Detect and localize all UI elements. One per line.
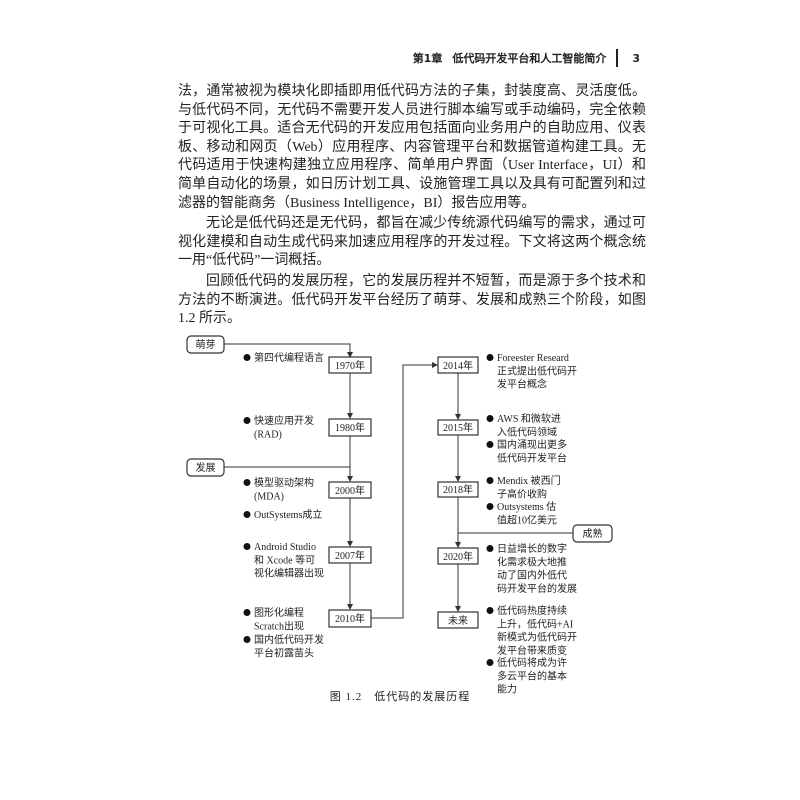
event-text: 图形化编程 — [254, 606, 304, 619]
event-text: 模型驱动架构 — [254, 476, 314, 489]
event-text: 国内低代码开发 — [254, 633, 324, 646]
event-text: (MDA) — [254, 491, 284, 502]
event-text: 多云平台的基本 — [497, 669, 567, 682]
year-box-2000: 2000年 — [328, 481, 372, 499]
year-box-future: 未来 — [437, 611, 479, 629]
stage-mature: 成熟 — [572, 524, 613, 543]
svg-text:2015年: 2015年 — [443, 421, 473, 434]
event-text: 低代码热度持续 — [497, 604, 567, 617]
svg-text:2010年: 2010年 — [335, 612, 365, 625]
event-text: AWS 和微软进 — [497, 412, 561, 425]
event-text: 入低代码领域 — [497, 425, 557, 438]
event-text: 国内涌现出更多 — [497, 438, 567, 451]
year-box-2018: 2018年 — [437, 481, 479, 498]
event-text: 新模式为低代码开 — [497, 631, 577, 644]
svg-text:1970年: 1970年 — [335, 359, 365, 372]
paragraph: 无论是低代码还是无代码，都旨在减少传统源代码编写的需求，通过可视化建模和自动生成… — [178, 216, 646, 269]
event-text: 和 Xcode 等可 — [254, 553, 315, 566]
svg-text:发展: 发展 — [196, 461, 216, 474]
year-box-1970: 1970年 — [328, 356, 372, 374]
event-text: 发平台概念 — [497, 378, 547, 391]
paragraph: 回顾低代码的发展历程，它的发展历程并不短暂，而是源于多个技术和方法的不断演进。低… — [178, 273, 646, 327]
event-text: Foreester Researd — [497, 353, 569, 364]
svg-text:2018年: 2018年 — [443, 483, 473, 496]
event-text: 第四代编程语言 — [254, 351, 324, 364]
event-text: 低代码将成为许 — [497, 656, 567, 669]
svg-text:2020年: 2020年 — [443, 550, 473, 563]
year-box-2020: 2020年 — [437, 547, 479, 565]
event-text: 快速应用开发 — [254, 414, 314, 427]
event-text: 动了国内外低代 — [497, 569, 567, 582]
svg-text:2014年: 2014年 — [443, 359, 473, 372]
bullet-icon — [486, 441, 494, 448]
event-text: Scratch出现 — [254, 619, 304, 632]
svg-text:未来: 未来 — [448, 615, 468, 627]
event-text: (RAD) — [254, 429, 282, 440]
event-text: 低代码开发平台 — [497, 451, 567, 464]
bullet-icon — [486, 503, 494, 510]
stage-sprout: 萌芽 — [186, 335, 225, 354]
year-box-2010: 2010年 — [328, 609, 372, 628]
event-text: Outsystems 估 — [497, 500, 556, 513]
event-text: 值超10亿美元 — [497, 513, 557, 526]
chapter-number: 第1章 — [412, 52, 443, 65]
body-text: 法，通常被视为模块化即插即用低代码方法的子集，封装度高、灵活度低。与低代码不同，… — [178, 83, 646, 331]
running-header: 第1章 低代码开发平台和人工智能简介 3 — [413, 49, 640, 67]
event-text: 能力 — [497, 683, 517, 696]
stage-develop: 发展 — [186, 458, 225, 477]
svg-text:萌芽: 萌芽 — [196, 338, 216, 351]
event-text: 发平台带来质变 — [497, 644, 567, 657]
year-box-1980: 1980年 — [328, 418, 372, 437]
bullet-icon — [243, 479, 251, 486]
event-text: Mendix 被西门 — [497, 474, 561, 487]
bullet-icon — [486, 545, 494, 552]
bullet-icon — [243, 511, 251, 518]
year-box-2015: 2015年 — [437, 419, 479, 436]
event-text: 化需求极大地推 — [497, 555, 567, 568]
bullet-icon — [486, 477, 494, 484]
year-box-2007: 2007年 — [328, 546, 372, 564]
bullet-icon — [243, 354, 251, 361]
event-text: 正式提出低代码开 — [497, 364, 577, 377]
svg-text:成熟: 成熟 — [583, 527, 603, 540]
bullet-icon — [243, 636, 251, 643]
event-text: 子高价收购 — [497, 487, 547, 500]
svg-text:2000年: 2000年 — [335, 484, 365, 497]
bullet-icon — [243, 417, 251, 424]
bullet-icon — [243, 609, 251, 616]
header-divider — [616, 49, 619, 67]
bullet-icon — [486, 415, 494, 422]
bullet-icon — [486, 659, 494, 666]
event-text: 平台初露苗头 — [254, 646, 314, 659]
event-text: 码开发平台的发展 — [497, 582, 577, 595]
bullet-icon — [243, 543, 251, 550]
svg-text:1980年: 1980年 — [335, 421, 365, 434]
event-text: 视化编辑器出现 — [254, 567, 324, 580]
event-text: Android Studio — [254, 542, 316, 553]
event-text: 上升，低代码+AI — [497, 617, 573, 630]
event-text: 日益增长的数字 — [497, 542, 567, 555]
chapter-title: 低代码开发平台和人工智能简介 — [452, 52, 607, 65]
figure-caption: 图 1.2 低代码的发展历程 — [329, 691, 471, 703]
connector-lines — [224, 343, 573, 619]
bullet-icon — [486, 354, 494, 361]
page-number: 3 — [632, 51, 640, 65]
event-text: OutSystems成立 — [254, 508, 322, 521]
year-box-2014: 2014年 — [437, 356, 479, 374]
svg-text:2007年: 2007年 — [335, 549, 365, 562]
bullet-icon — [486, 607, 494, 614]
paragraph: 法，通常被视为模块化即插即用低代码方法的子集，封装度高、灵活度低。与低代码不同，… — [178, 84, 646, 211]
